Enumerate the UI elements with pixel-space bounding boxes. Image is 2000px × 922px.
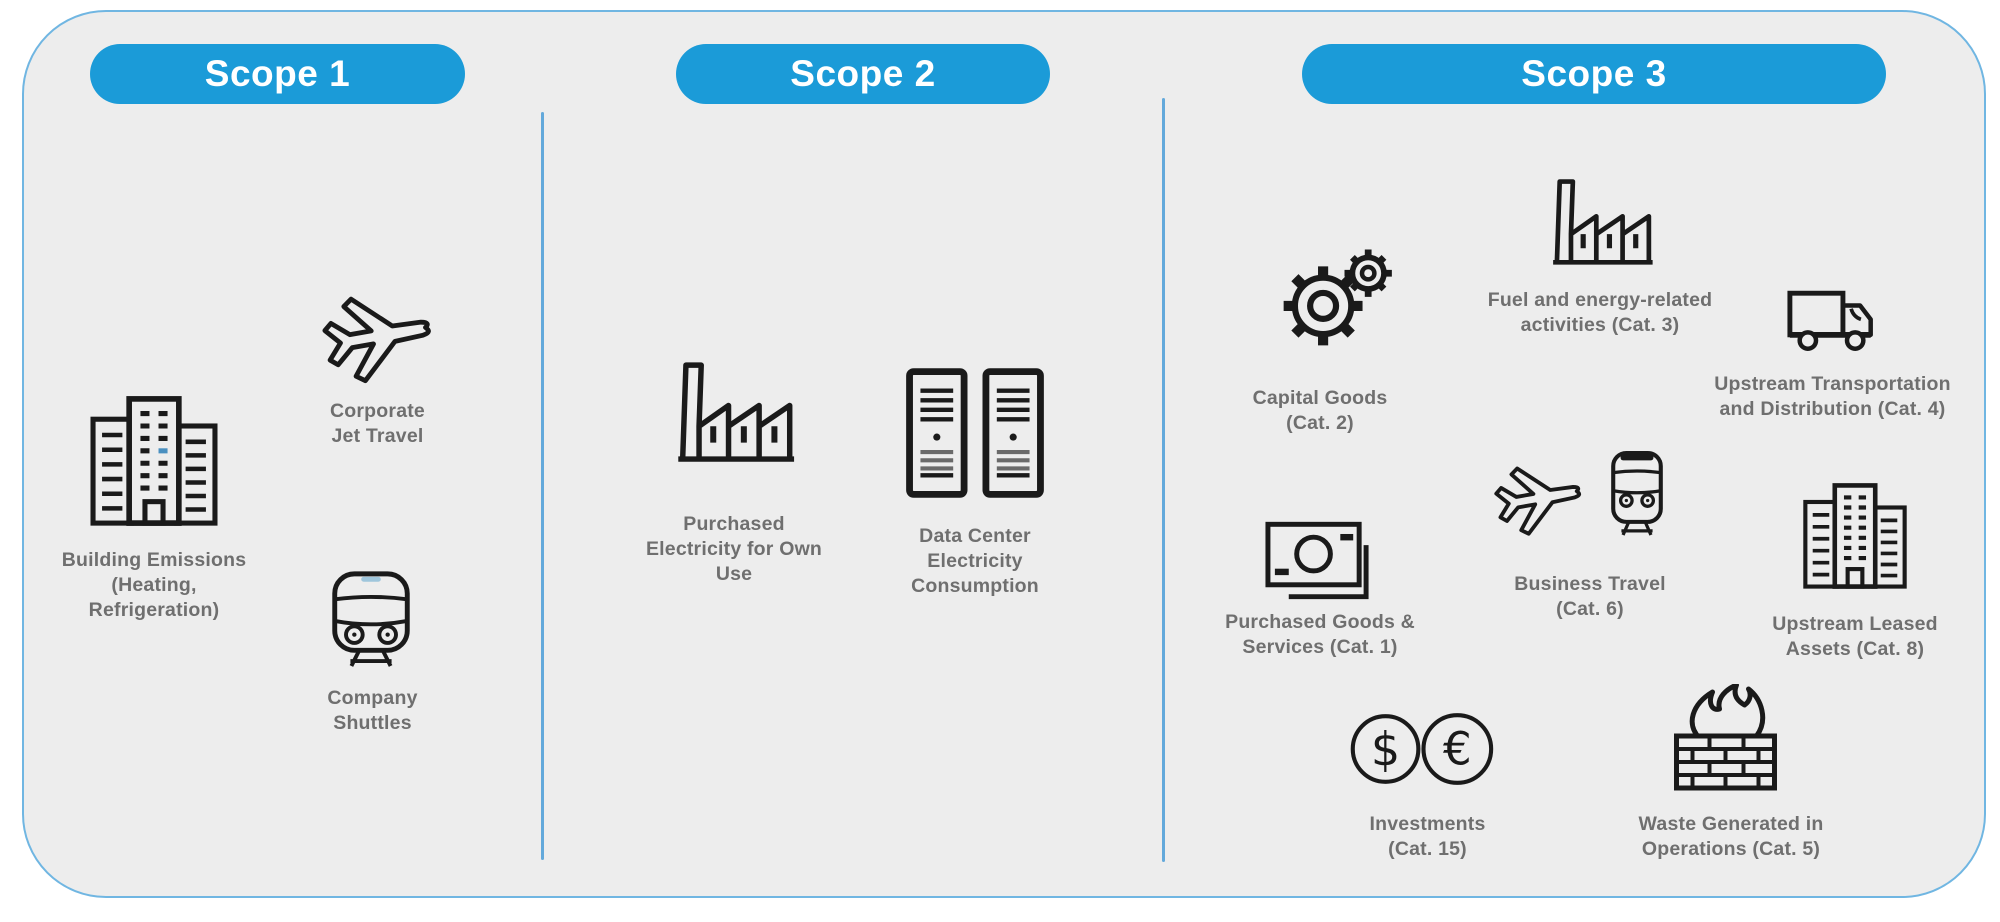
item-label-fuel-energy: Fuel and energy-related activities (Cat.… [1487, 289, 1713, 336]
item-label-capital-goods: Capital Goods (Cat. 2) [1252, 387, 1388, 434]
airplane-icon [1486, 450, 1590, 546]
truck-icon [1785, 288, 1887, 358]
factory-icon [663, 356, 805, 466]
airplane-icon [310, 276, 444, 396]
currency-coins-icon: $ € [1348, 708, 1500, 790]
shuttle-bus-icon [322, 556, 420, 678]
item-label-data-center: Data Center Electricity Consumption [911, 525, 1039, 597]
scope-1-header: Scope 1 [90, 44, 465, 104]
item-label-upstream-transportation: Upstream Transportation and Distribution… [1714, 373, 1951, 420]
item-label-building-emissions: Building Emissions (Heating, Refrigerati… [61, 549, 247, 621]
scope-2-3-divider [1162, 98, 1165, 862]
item-label-purchased-electricity: Purchased Electricity for Own Use [645, 513, 823, 585]
scope-2-header: Scope 2 [676, 44, 1050, 104]
office-buildings-icon [84, 394, 224, 528]
factory-icon [1540, 174, 1662, 268]
server-racks-icon [900, 364, 1050, 502]
banknote-icon [1262, 518, 1376, 603]
item-label-business-travel: Business Travel (Cat. 6) [1514, 573, 1666, 620]
scope-3-header: Scope 3 [1302, 44, 1886, 104]
item-label-waste-generated: Waste Generated in Operations (Cat. 5) [1638, 813, 1824, 860]
item-label-company-shuttles: Company Shuttles [327, 687, 418, 734]
euro-symbol: € [1443, 722, 1472, 775]
gears-icon [1278, 233, 1402, 363]
item-label-purchased-goods: Purchased Goods & Services (Cat. 1) [1225, 611, 1415, 658]
scope-1-2-divider [541, 112, 544, 860]
dollar-symbol: $ [1371, 722, 1400, 776]
item-label-corporate-jet: Corporate Jet Travel [330, 400, 425, 447]
office-buildings-icon [1798, 476, 1912, 596]
train-icon [1596, 448, 1678, 540]
item-label-leased-assets: Upstream Leased Assets (Cat. 8) [1772, 613, 1938, 660]
item-label-investments: Investments (Cat. 15) [1369, 813, 1486, 860]
fire-bricks-icon [1668, 684, 1783, 792]
